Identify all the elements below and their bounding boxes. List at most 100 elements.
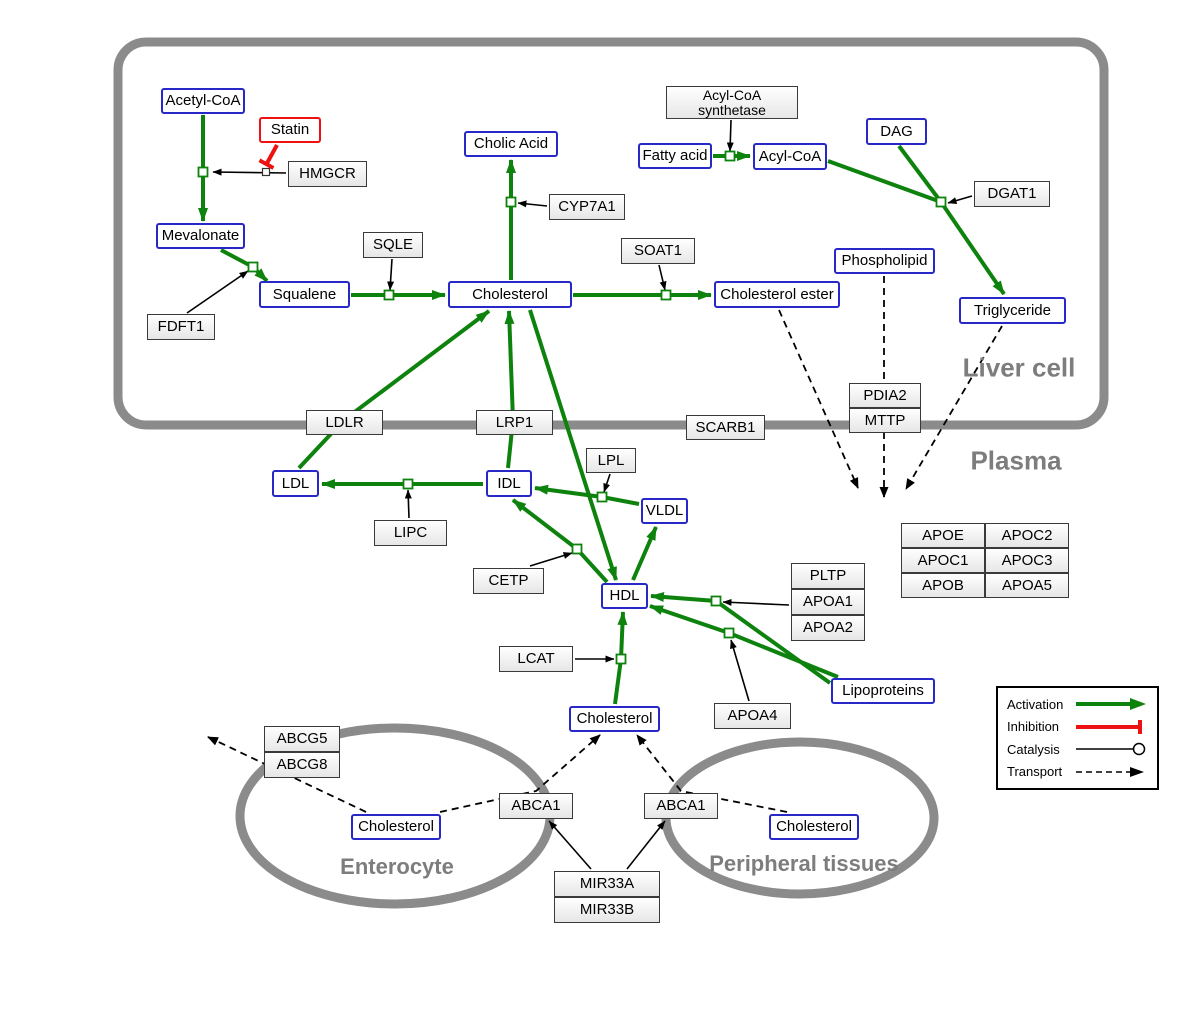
interaction-anchor (571, 543, 583, 555)
edge-mir33-to-abca1-right (626, 820, 666, 870)
node-lrp1[interactable]: LRP1 (476, 410, 553, 435)
node-apob[interactable]: APOB (901, 573, 985, 598)
interaction-anchor (402, 478, 414, 490)
node-lipc[interactable]: LIPC (374, 520, 447, 546)
node-lpl[interactable]: LPL (586, 448, 636, 473)
node-apoa1[interactable]: APOA1 (791, 589, 865, 615)
node-abca1-right[interactable]: ABCA1 (644, 793, 718, 819)
region-label-peripheral-tissues: Peripheral tissues (709, 851, 899, 876)
node-cetp[interactable]: CETP (473, 568, 544, 594)
node-apoa4[interactable]: APOA4 (714, 703, 791, 729)
node-cholesterol-enterocyte[interactable]: Cholesterol (351, 814, 441, 840)
node-mir33a[interactable]: MIR33A (554, 871, 660, 897)
activation-arrow-icon (1076, 698, 1146, 711)
edge-dgat1-catalysis (947, 195, 973, 204)
node-cholesterol-ester[interactable]: Cholesterol ester (714, 281, 840, 308)
node-phospholipid[interactable]: Phospholipid (834, 248, 935, 274)
interaction-anchor (247, 261, 259, 273)
node-pdia2[interactable]: PDIA2 (849, 383, 921, 408)
catalysis-circle-icon (1076, 743, 1146, 756)
edge-lipc-catalysis (404, 489, 412, 519)
node-acyl-coa[interactable]: Acyl-CoA (753, 143, 827, 170)
edge-liver-cholesterol-to-hdl (528, 309, 618, 581)
region-liver (113, 37, 1109, 430)
legend-inhibition-label: Inhibition (1007, 719, 1060, 735)
node-cyp7a1[interactable]: CYP7A1 (549, 194, 625, 220)
node-ldl[interactable]: LDL (272, 470, 319, 497)
node-apoc3[interactable]: APOC3 (985, 548, 1069, 573)
interaction-anchor (615, 653, 627, 665)
legend-row-activation: Activation (1007, 696, 1148, 712)
node-sqle[interactable]: SQLE (363, 232, 423, 258)
node-ldlr[interactable]: LDLR (306, 410, 383, 435)
node-fdft1[interactable]: FDFT1 (147, 314, 215, 340)
node-vldl[interactable]: VLDL (641, 498, 688, 524)
node-squalene[interactable]: Squalene (259, 281, 350, 308)
interaction-anchor (724, 150, 736, 162)
edge-lpl-catalysis (603, 473, 611, 493)
node-dgat1[interactable]: DGAT1 (974, 181, 1050, 207)
interaction-anchor (710, 595, 722, 607)
interaction-anchor (596, 491, 608, 503)
node-statin[interactable]: Statin (259, 117, 321, 143)
node-dag[interactable]: DAG (866, 118, 927, 145)
region-label-plasma: Plasma (970, 445, 1062, 476)
node-pltp[interactable]: PLTP (791, 563, 865, 589)
edge-soat1-catalysis (658, 264, 667, 291)
interaction-anchor (261, 167, 271, 177)
edge-apoa4-catalysis (730, 639, 750, 702)
edge-dag-to-dgat-anchor (897, 144, 943, 204)
edge-cetp-catalysis (529, 552, 573, 567)
node-hdl[interactable]: HDL (601, 583, 648, 609)
node-scarb1[interactable]: SCARB1 (686, 415, 765, 440)
edge-triglyceride-transport (905, 325, 1003, 490)
edge-hdl-to-vldl (631, 526, 658, 581)
interaction-anchor (935, 196, 947, 208)
node-cholesterol-peripheral[interactable]: Cholesterol (769, 814, 859, 840)
region-label-enterocyte: Enterocyte (340, 854, 454, 879)
node-cholic-acid[interactable]: Cholic Acid (464, 131, 558, 157)
node-acyl-coa-synthetase[interactable]: Acyl-CoA synthetase (666, 86, 798, 119)
node-fatty-acid[interactable]: Fatty acid (638, 143, 712, 169)
node-abcg5[interactable]: ABCG5 (264, 726, 340, 752)
edge-acyl-coa-to-dgat-anchor (827, 159, 942, 204)
edge-enterocyte-cholesterol-to-plasma-abca1 (439, 734, 601, 813)
inhibition-tbar-icon (1076, 719, 1142, 734)
edge-cholesterol-ester-transport (778, 309, 859, 489)
interaction-anchor (505, 196, 517, 208)
node-lipoproteins[interactable]: Lipoproteins (831, 678, 935, 704)
legend-activation-label: Activation (1007, 696, 1064, 712)
node-mevalonate[interactable]: Mevalonate (156, 223, 245, 249)
interaction-anchor (383, 289, 395, 301)
node-apoc2[interactable]: APOC2 (985, 523, 1069, 548)
node-acetyl-coa[interactable]: Acetyl-CoA (161, 88, 245, 114)
node-triglyceride[interactable]: Triglyceride (959, 297, 1066, 324)
node-lcat[interactable]: LCAT (499, 646, 573, 672)
edge-statin-inhibits-hmgcr (258, 144, 279, 170)
edge-fdft1-catalysis (186, 270, 249, 314)
node-apoe[interactable]: APOE (901, 523, 985, 548)
anchor-shapes (197, 150, 947, 665)
interaction-anchor (660, 289, 672, 301)
node-hmgcr[interactable]: HMGCR (288, 161, 367, 187)
node-mttp[interactable]: MTTP (849, 408, 921, 433)
edge-peripheral-cholesterol-to-plasma-abca1 (636, 734, 788, 813)
edge-sqle-catalysis (387, 258, 395, 291)
node-mir33b[interactable]: MIR33B (554, 897, 660, 923)
node-abca1-left[interactable]: ABCA1 (499, 793, 573, 819)
edge-mir33-to-abca1-left (548, 820, 592, 870)
legend-catalysis-label: Catalysis (1007, 741, 1060, 757)
node-apoa2[interactable]: APOA2 (791, 615, 865, 641)
interaction-anchor (197, 166, 209, 178)
node-cholesterol-liver[interactable]: Cholesterol (448, 281, 572, 308)
node-apoa5[interactable]: APOA5 (985, 573, 1069, 598)
node-abcg8[interactable]: ABCG8 (264, 752, 340, 778)
edge-cyp7a1-catalysis (517, 200, 548, 208)
node-cholesterol-plasma[interactable]: Cholesterol (569, 706, 660, 732)
transport-dashed-arrow-icon (1076, 766, 1144, 777)
node-idl[interactable]: IDL (486, 470, 532, 497)
node-apoc1[interactable]: APOC1 (901, 548, 985, 573)
node-soat1[interactable]: SOAT1 (621, 238, 695, 264)
